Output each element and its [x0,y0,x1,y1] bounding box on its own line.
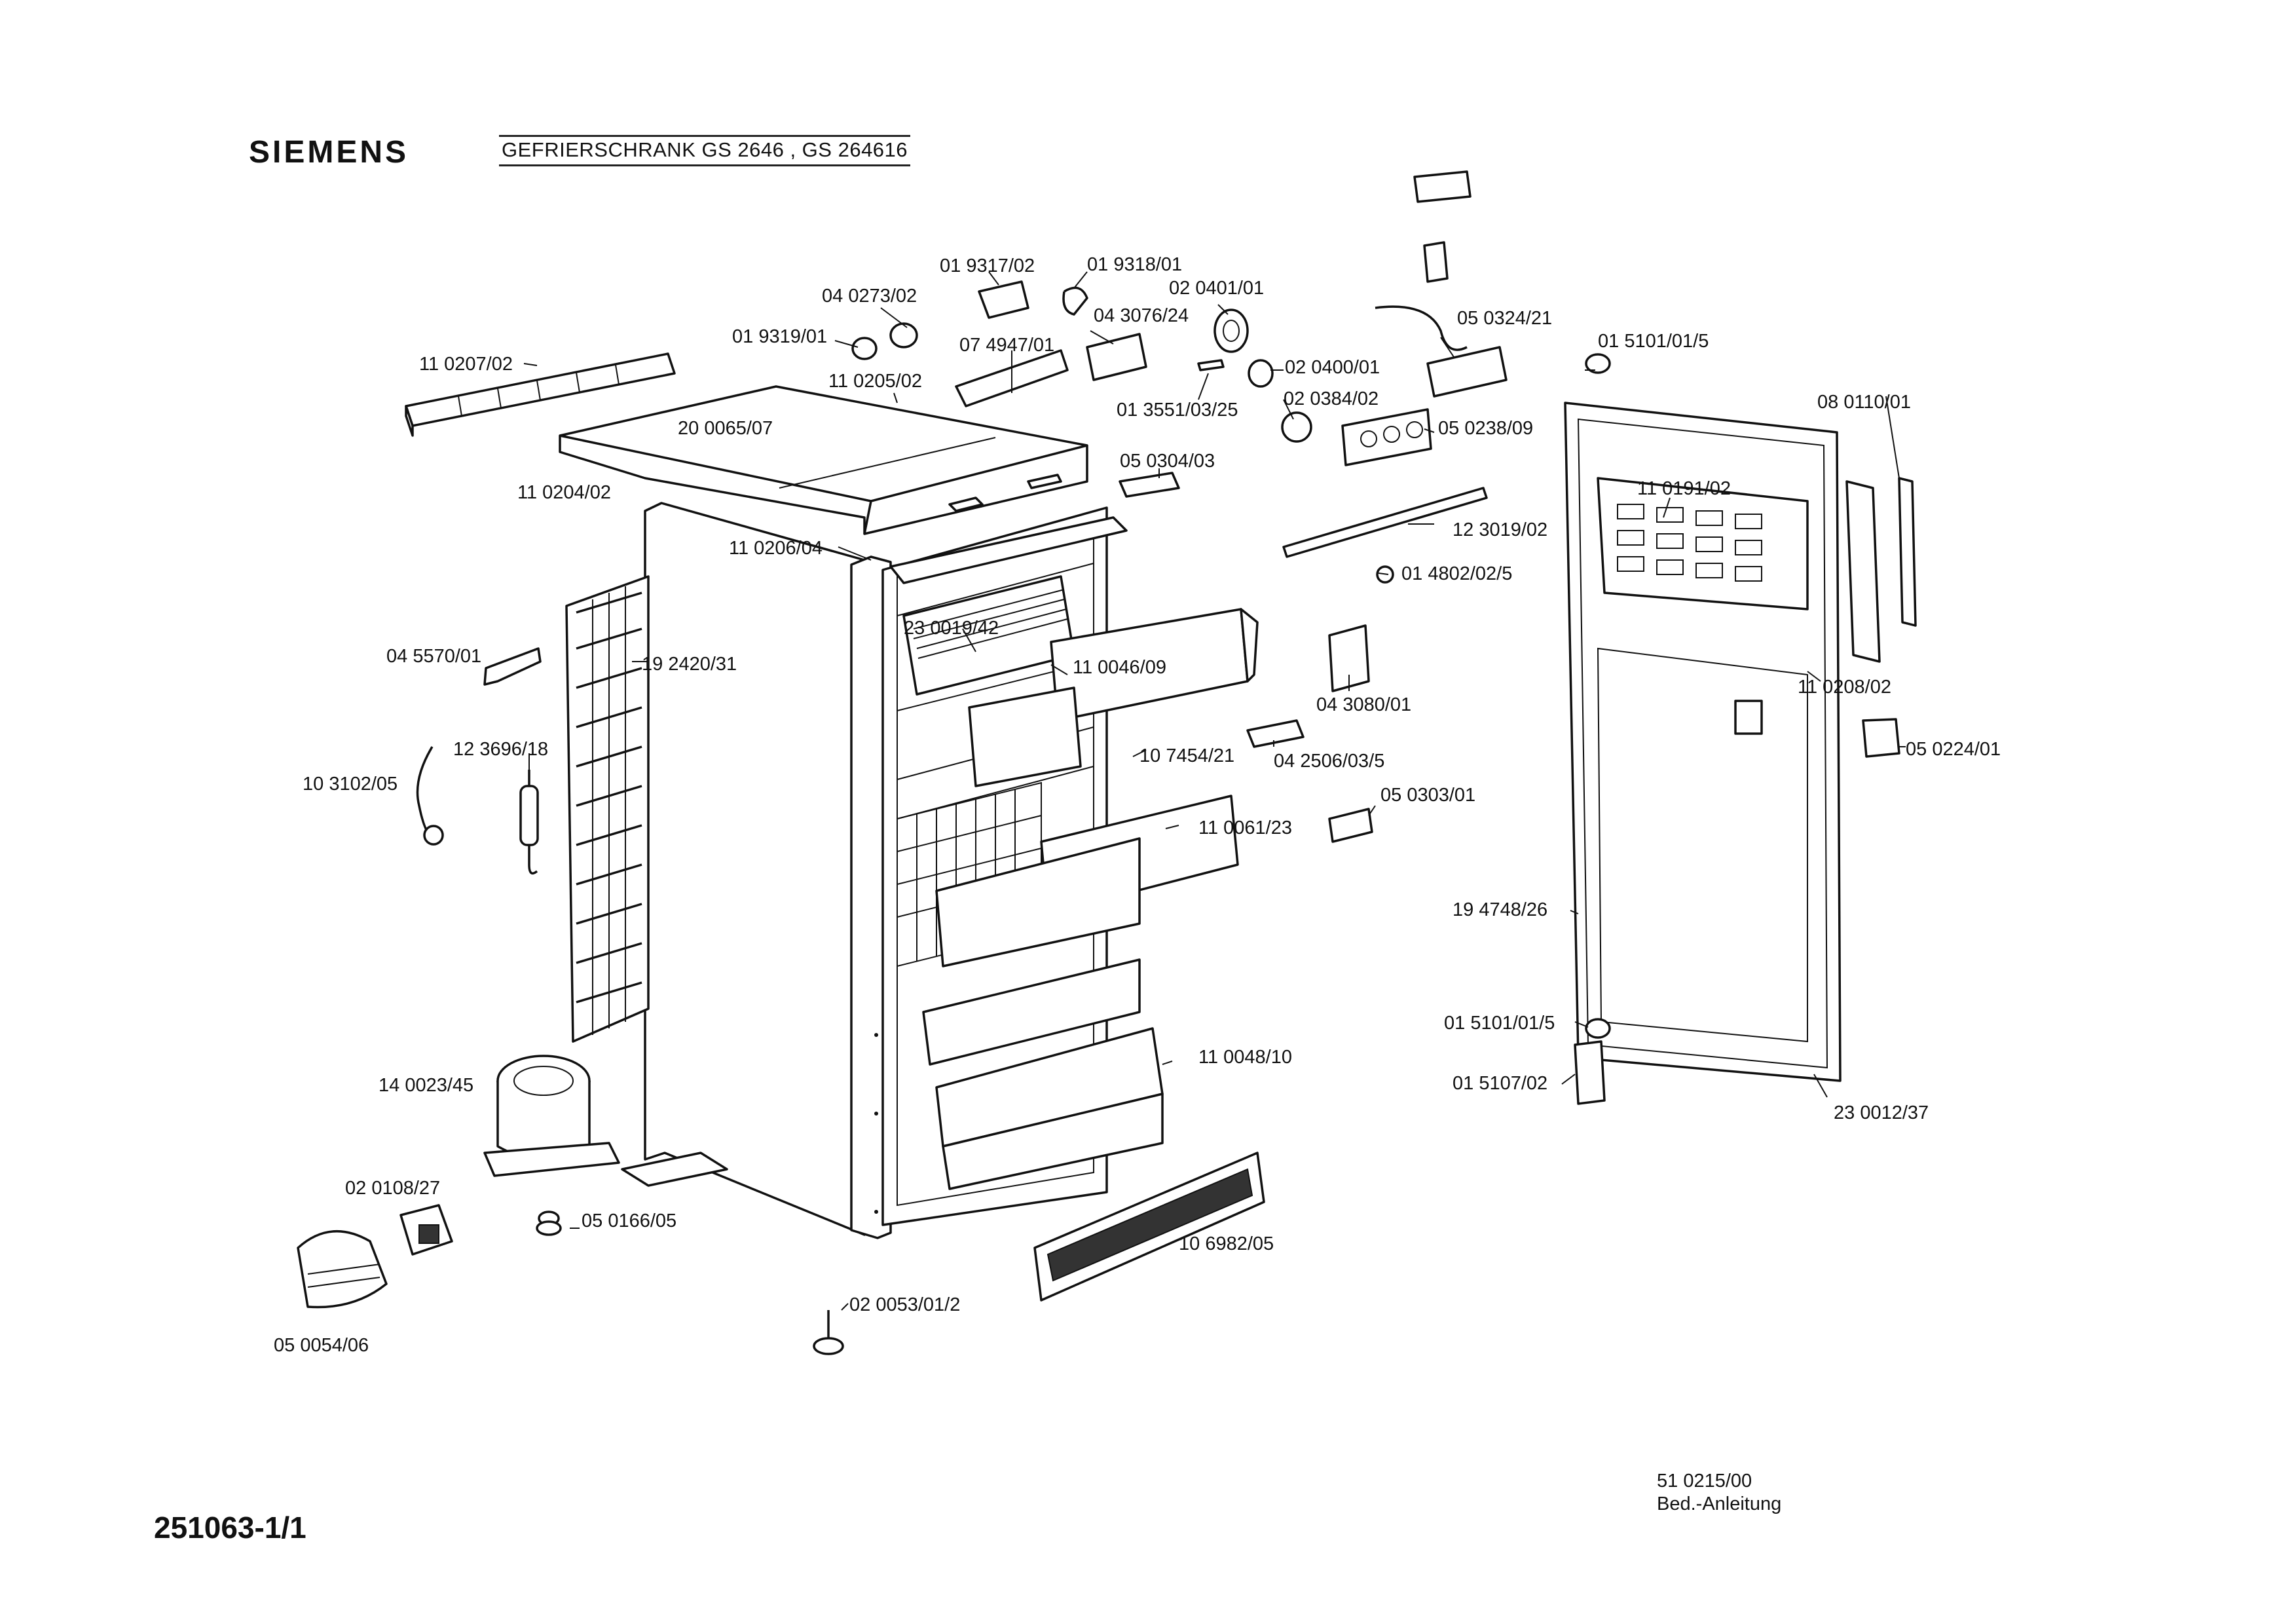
part-label: 08 0110/01 [1817,392,1911,413]
part-label: 11 0204/02 [517,482,611,503]
part-label: 11 0207/02 [419,354,513,375]
part-label: 10 3102/05 [303,774,398,795]
part-label: 14 0023/45 [379,1075,474,1096]
part-label: 20 0065/07 [678,418,773,439]
part-label: 01 5101/01/5 [1444,1013,1555,1034]
reference-note: Bed.-Anleitung [1657,1493,1782,1514]
part-label: 01 5107/02 [1453,1073,1548,1094]
part-label: 04 3076/24 [1094,305,1189,326]
part-label: 05 0324/21 [1457,308,1553,329]
ventilation-strip-top [405,352,676,437]
part-label: 10 6982/05 [1179,1233,1274,1254]
part-label: 19 2420/31 [642,654,737,675]
starter-unit [297,1229,388,1309]
part-label: 02 0108/27 [345,1178,441,1199]
ventilation-grille-bottom [1033,1152,1265,1302]
part-label: 11 0205/02 [828,371,922,392]
part-label: 10 7454/21 [1139,745,1235,766]
brand-logo: SIEMENS [249,135,409,170]
part-label: 05 0224/01 [1906,739,2001,760]
part-label: 02 0384/02 [1284,388,1379,409]
part-label: 05 0303/01 [1380,785,1476,806]
hinge-bracket-small [483,647,542,686]
part-label: 11 0046/09 [1073,657,1166,678]
relay-unit [399,1204,453,1256]
part-label: 23 0012/37 [1834,1102,1929,1123]
part-label: 12 3696/18 [453,739,549,760]
part-label: 02 0053/01/2 [849,1294,961,1315]
part-label: 04 5570/01 [386,646,482,667]
part-label: 11 0206/04 [729,538,823,559]
freezer-drawers [897,608,1259,1190]
part-label: 05 0166/05 [582,1210,677,1231]
part-label: 11 0208/02 [1798,677,1891,698]
part-label: 05 0304/03 [1120,451,1215,472]
part-label: 19 4748/26 [1453,899,1548,920]
part-label: 04 2506/03/5 [1274,751,1385,772]
control-parts [851,170,1611,843]
document-number: 251063-1/1 [154,1511,306,1545]
part-label: 02 0400/01 [1285,357,1380,378]
part-label: 11 0191/02 [1637,478,1731,499]
filter-drier [519,770,539,875]
model-title: GEFRIERSCHRANK GS 2646 , GS 264616 [499,135,911,166]
leveling-foot [813,1310,844,1355]
part-label: 04 0273/02 [822,286,917,307]
grommet [536,1210,562,1236]
evaporator-plate [889,516,1128,696]
part-label: 01 9317/02 [940,255,1035,276]
compressor [483,1055,620,1177]
freezer-door [1564,402,1917,1105]
drain-hose [416,746,436,840]
part-label: 11 0061/23 [1198,817,1292,838]
part-label: 01 4802/02/5 [1401,563,1513,584]
part-label: 01 9318/01 [1087,254,1183,275]
part-label: 01 5101/01/5 [1598,331,1709,352]
reference-number: 51 0215/00 [1657,1471,1752,1492]
part-label: 01 3551/03/25 [1117,400,1238,421]
part-label: 05 0054/06 [274,1335,369,1356]
part-label: 11 0048/10 [1198,1047,1292,1068]
part-label: 02 0401/01 [1169,278,1265,299]
top-cover-plate [559,385,1088,535]
part-label: 23 0019/42 [904,618,999,639]
part-label: 04 3080/01 [1316,694,1412,715]
part-label: 01 9319/01 [732,326,828,347]
part-label: 12 3019/02 [1453,519,1548,540]
condenser-coil [565,575,650,1043]
leader-lines [523,271,1906,1311]
base-plate [621,1152,728,1187]
part-label: 05 0238/09 [1438,418,1534,439]
part-label: 07 4947/01 [959,335,1055,356]
